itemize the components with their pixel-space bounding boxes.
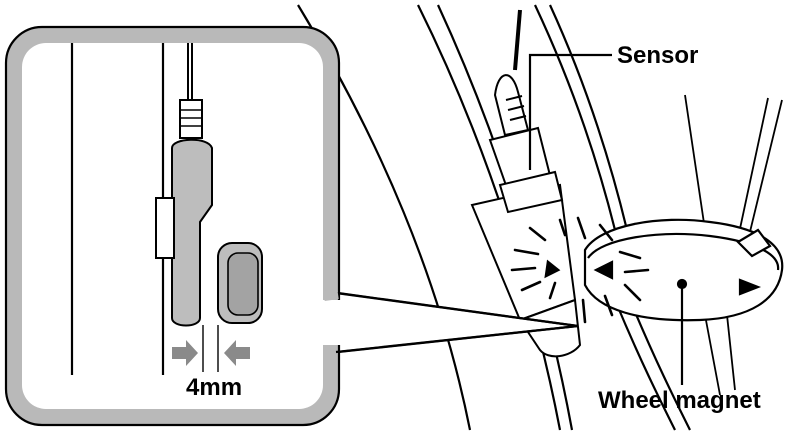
signal-flash: [510, 216, 650, 324]
inset-detail: [70, 43, 263, 375]
gap-arrow-left-icon: [224, 340, 250, 366]
gap-label: 4mm: [186, 374, 242, 401]
wheel-magnet: [583, 218, 784, 322]
magnet-arrow-right-icon: [738, 278, 762, 296]
magnet-arrow-left-icon: [593, 260, 614, 280]
callout-lines: [528, 53, 688, 385]
sensor-unit: [470, 9, 582, 358]
gap-arrow-right-icon: [172, 340, 198, 366]
sensor-label: Sensor: [617, 42, 698, 69]
inset-sensor: [171, 138, 213, 327]
wheel-magnet-label: Wheel magnet: [598, 387, 761, 414]
